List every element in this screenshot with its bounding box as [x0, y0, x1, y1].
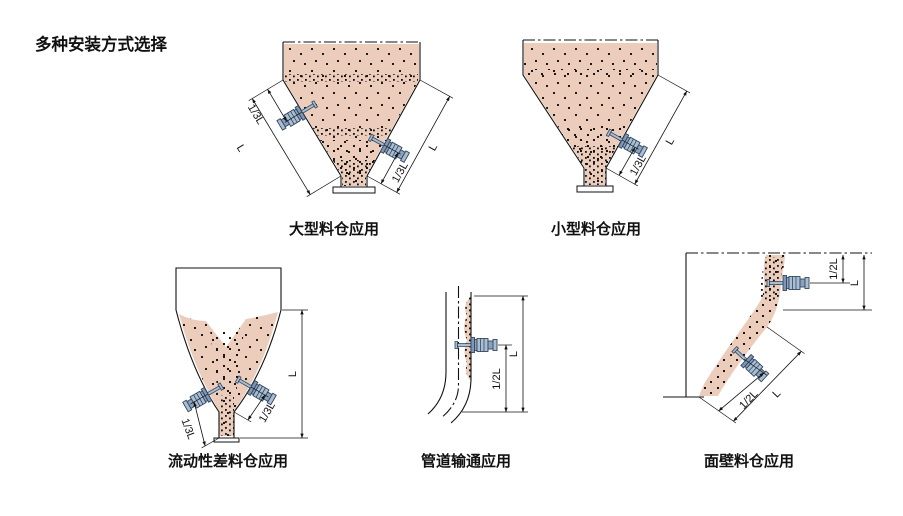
- material-level-band: [285, 74, 418, 82]
- material-dense-zone: [570, 146, 618, 185]
- diagram-small-hopper: 1/3L L 小型料仓应用: [522, 39, 691, 238]
- material-dots: [699, 255, 785, 396]
- diagram-wall-hopper: 1/2L L 1/2L L 面壁料仓应用: [663, 252, 872, 470]
- material-dense-zone: [759, 257, 783, 300]
- caption-large-hopper: 大型料仓应用: [289, 220, 379, 238]
- funnel-wall: [233, 309, 282, 438]
- dim-label: L: [234, 143, 247, 154]
- material-dots: [524, 43, 657, 185]
- dim-label: 1/2L: [737, 388, 761, 412]
- material-dense-zone: [219, 395, 234, 436]
- funnel-outlet-flange: [213, 437, 240, 443]
- material-dense-zone: [331, 160, 376, 186]
- hopper-outline: [605, 40, 659, 186]
- diagram-large-hopper: 1/3L L 1/3L L 大型料仓应用: [234, 41, 454, 238]
- dim-label: 1/2L: [828, 258, 840, 279]
- dim-label: 1/3L: [245, 102, 266, 127]
- dim-label: 1/3L: [628, 153, 649, 178]
- diagram-poor-flow-hopper: 1/3L 1/3L L 流动性差料仓应用: [168, 267, 308, 470]
- dim-label: 1/3L: [257, 400, 278, 425]
- dim-label: L: [287, 371, 299, 377]
- dim-label: L: [849, 280, 861, 286]
- caption-pipe: 管道输通应用: [421, 452, 511, 470]
- hopper-outline: [522, 40, 585, 186]
- funnel-wall: [175, 309, 220, 438]
- pipe-wall: [450, 292, 472, 424]
- hopper-outlet-flange: [576, 185, 614, 193]
- hopper-outlet-flange: [332, 186, 376, 194]
- hopper-outline: [282, 42, 342, 187]
- dim-label: 1/3L: [179, 417, 198, 441]
- pipe-centerline: [440, 286, 460, 419]
- dim-label: L: [508, 351, 520, 357]
- page-title: 多种安装方式选择: [35, 34, 168, 54]
- dim-label: L: [664, 136, 677, 147]
- dim-label: L: [427, 142, 440, 153]
- dim-label: 1/2L: [491, 368, 503, 389]
- material-level-band: [312, 128, 393, 136]
- material-dots: [464, 296, 471, 381]
- caption-wall-hopper: 面壁料仓应用: [704, 452, 794, 470]
- dim-label: L: [770, 388, 783, 401]
- diagram-pipe: 1/2L L 管道输通应用: [421, 286, 528, 470]
- pipe-wall: [427, 292, 447, 415]
- material-level-band: [524, 69, 657, 76]
- bin-outline: [175, 267, 282, 310]
- caption-small-hopper: 小型料仓应用: [551, 220, 641, 238]
- hopper-outline: [366, 42, 421, 187]
- material-dense-zone: [210, 330, 244, 395]
- caption-poor-flow-hopper: 流动性差料仓应用: [168, 452, 288, 470]
- level-sensor-icon: [454, 337, 498, 353]
